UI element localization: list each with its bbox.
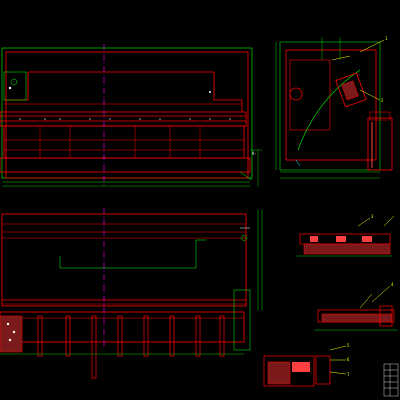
top-view-tag: A- bbox=[252, 151, 257, 156]
leader-2: 2 bbox=[381, 98, 384, 103]
leader-3: 3 bbox=[371, 214, 374, 219]
leader-6: 6 bbox=[347, 357, 350, 362]
detail-section-c: 5 6 7 bbox=[263, 343, 350, 387]
detail-section-a: 3 bbox=[296, 214, 395, 257]
plan-view-bottom bbox=[0, 208, 263, 379]
front-elevation-top: A- bbox=[0, 44, 262, 187]
side-section-view: 1 2 bbox=[275, 36, 393, 179]
leader-7: 7 bbox=[347, 372, 350, 377]
leader-5: 5 bbox=[347, 343, 350, 348]
title-block bbox=[383, 363, 399, 397]
leader-1: 1 bbox=[385, 36, 388, 41]
detail-section-b: 4 bbox=[314, 282, 398, 331]
leader-4: 4 bbox=[391, 282, 394, 287]
